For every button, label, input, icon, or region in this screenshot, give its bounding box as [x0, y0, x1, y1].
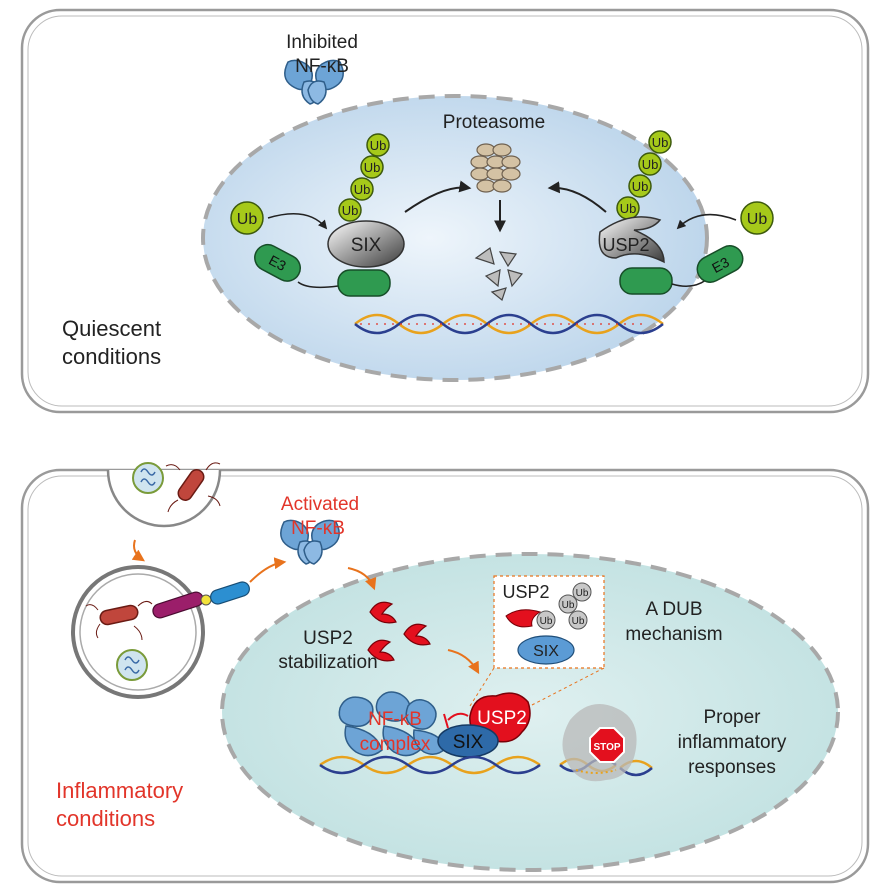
ub-label: Ub [572, 616, 585, 627]
inset-six-label: SIX [533, 643, 559, 660]
e3-linker-left [297, 281, 339, 289]
top-panel-border [20, 8, 870, 414]
free-ub-left [230, 201, 264, 235]
mechanism-label: mechanism [625, 624, 722, 645]
virus-icon [132, 462, 164, 494]
e3-right [696, 245, 744, 283]
activated-nfkb [280, 519, 340, 565]
inflammatory-label: inflammatory [678, 732, 787, 753]
inflammatory-condition-label: Inflammatory [56, 778, 183, 803]
e3-linker-right [671, 279, 707, 287]
quiescent-label: Quiescent [62, 316, 161, 341]
inhibition-bar [443, 713, 449, 729]
six-protein [327, 220, 405, 268]
activated-nfkb-label: NF-κB [291, 518, 345, 539]
ub-transfer-arrow-right [676, 213, 737, 230]
stabilization-label: stabilization [278, 652, 377, 673]
inhibition-arc [447, 712, 469, 721]
responses-label: responses [688, 757, 776, 778]
ub-label: Ub [370, 138, 387, 153]
virus-icon [116, 649, 148, 681]
e3-label: E3 [709, 254, 732, 276]
stop-label: STOP [593, 742, 620, 753]
top-panel: Inhibited NF-κB Proteasome Ub Ub Ub Ub U… [20, 8, 870, 414]
inhibited-label: Inhibited [286, 32, 358, 53]
nfkb-complex [338, 691, 447, 757]
bacterium-icon [165, 462, 221, 513]
ub-label: Ub [364, 160, 381, 175]
left-ub-chain [338, 133, 390, 222]
activated-label: Activated [281, 494, 359, 515]
usp2-to-nucleus-arrow [447, 649, 480, 675]
usp2-label: USP2 [602, 235, 649, 255]
stop-sign-icon [589, 727, 625, 763]
bottom-panel: Activated NF-κB USP2 stabilization USP2 … [20, 462, 870, 884]
e3-left [254, 243, 301, 282]
ub-label: Ub [562, 600, 575, 611]
bacterium-icon [85, 600, 153, 641]
ub-label: Ub [620, 201, 637, 216]
bottom-panel-inner-border [27, 475, 863, 877]
usp2-stabilization-label: USP2 [303, 628, 353, 649]
proteasome-icon [470, 143, 521, 193]
inset-ub-chain [536, 582, 592, 630]
inflammatory-conditions-label: conditions [56, 806, 155, 831]
inset-six-protein [517, 635, 575, 665]
tlr-receptor [152, 581, 250, 619]
conditions-label: conditions [62, 344, 161, 369]
free-ub-right [740, 201, 774, 235]
proteasome-label: Proteasome [443, 112, 545, 133]
usp2-protein [598, 216, 665, 264]
bottom-panel-border [20, 468, 870, 884]
signal-arrow [249, 557, 287, 583]
ub-label: Ub [642, 157, 659, 172]
ub-label: Ub [354, 182, 371, 197]
inset-usp2-label: USP2 [502, 582, 549, 602]
dna-top [354, 313, 664, 335]
six-label: SIX [453, 732, 484, 753]
ub-label: Ub [342, 203, 359, 218]
six-label: SIX [351, 235, 382, 256]
ub-label: Ub [540, 616, 553, 627]
top-panel-inner-border [27, 15, 863, 407]
to-proteasome-arrow-left [404, 180, 472, 213]
right-ub-chain [616, 130, 672, 220]
top-nucleus [201, 94, 709, 382]
inhibited-nfkb-label: NF-κB [295, 56, 349, 77]
inhibited-nfkb [284, 59, 344, 105]
dub-label: A DUB [645, 599, 702, 620]
usp2-label: USP2 [477, 708, 527, 729]
e3-label: E3 [266, 252, 289, 274]
proper-label: Proper [703, 707, 761, 728]
peptide-fragments-icon [474, 246, 524, 302]
substrate-right [619, 267, 673, 295]
ub-label: Ub [652, 135, 669, 150]
inset-usp2 [505, 609, 542, 628]
ub-label: Ub [576, 588, 589, 599]
ub-label: Ub [632, 179, 649, 194]
ub-transfer-arrow-left [267, 213, 328, 230]
substrate-left [337, 269, 391, 297]
ub-label: Ub [747, 211, 768, 228]
internalize-arrow [131, 539, 145, 562]
nfkb-complex-nfkb-label: NF-κB [368, 709, 422, 730]
ub-label: Ub [237, 211, 258, 228]
nuclear-import-arrow [347, 567, 377, 591]
nfkb-complex-label: complex [360, 734, 431, 755]
usp2-proteins [367, 601, 431, 662]
to-proteasome-arrow-right [547, 181, 607, 213]
